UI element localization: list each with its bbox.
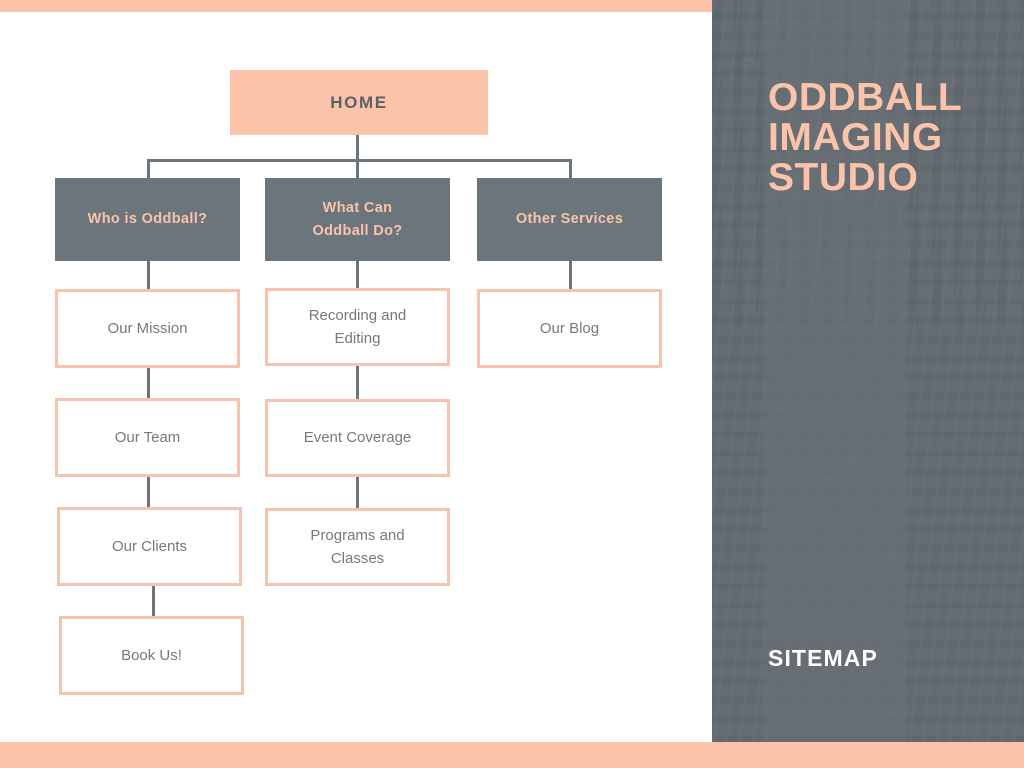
node-page-our-clients-label: Our Clients xyxy=(111,537,188,555)
node-section-who-is-oddball-label: Who is Oddball? xyxy=(87,211,208,228)
brand-title-line-1: ODDBALL xyxy=(768,76,963,119)
node-page-our-mission-label: Our Mission xyxy=(107,319,188,337)
photo-overlay xyxy=(712,0,1024,742)
connector-horizontal-bus xyxy=(147,159,572,162)
bottom-accent-band xyxy=(0,742,1024,768)
node-page-our-blog[interactable]: Our Blog xyxy=(477,289,662,368)
node-page-our-blog-label: Our Blog xyxy=(539,319,600,337)
label-line-2: Editing xyxy=(334,330,381,347)
label-line-2: Oddball Do? xyxy=(312,222,403,239)
node-page-our-clients[interactable]: Our Clients xyxy=(57,507,242,586)
hero-content: ODDBALL IMAGING STUDIO SITEMAP xyxy=(712,0,1024,742)
brand-title-line-2: IMAGING xyxy=(768,116,943,160)
document-type-label: SITEMAP xyxy=(768,645,878,671)
sitemap-diagram: HOME Who is Oddball? What Can Oddball Do… xyxy=(55,70,662,695)
node-page-our-mission[interactable]: Our Mission xyxy=(55,289,240,368)
node-page-recording-and-editing[interactable]: Recording and Editing xyxy=(265,288,450,366)
node-page-event-coverage[interactable]: Event Coverage xyxy=(265,399,450,477)
hero-panel: ODDBALL IMAGING STUDIO SITEMAP xyxy=(712,0,1024,742)
label-line-1: What Can xyxy=(322,200,393,217)
connector-bus-to-col2 xyxy=(356,159,359,178)
brand-title: ODDBALL IMAGING STUDIO xyxy=(768,76,1002,200)
node-section-other-services-label: Other Services xyxy=(515,211,624,228)
connector-c1-p3-p4 xyxy=(152,586,155,617)
node-home[interactable]: HOME xyxy=(230,70,488,135)
node-section-what-can-oddball-do-label: What Can Oddball Do? xyxy=(312,197,402,242)
node-section-who-is-oddball[interactable]: Who is Oddball? xyxy=(55,178,240,261)
connector-c1-s-p1 xyxy=(147,261,150,290)
connector-c2-p1-p2 xyxy=(356,366,359,399)
connector-bus-to-col1 xyxy=(147,159,150,178)
connector-c2-p2-p3 xyxy=(356,477,359,508)
connector-c1-p2-p3 xyxy=(147,477,150,508)
connector-c1-p1-p2 xyxy=(147,368,150,399)
label-line-2: Classes xyxy=(330,550,385,567)
brand-title-line-3: STUDIO xyxy=(768,156,919,200)
label-line-1: Programs and xyxy=(310,526,405,544)
label-line-1: Recording and xyxy=(308,306,407,324)
node-page-event-coverage-label: Event Coverage xyxy=(303,429,412,447)
connector-c3-s-p1 xyxy=(569,261,572,289)
node-page-programs-and-classes[interactable]: Programs and Classes xyxy=(265,508,450,586)
node-page-book-us-label: Book Us! xyxy=(121,646,182,664)
node-page-recording-and-editing-label: Recording and Editing xyxy=(309,304,407,351)
connector-bus-to-col3 xyxy=(569,159,572,178)
node-page-our-team-label: Our Team xyxy=(114,428,181,446)
node-section-other-services[interactable]: Other Services xyxy=(477,178,662,261)
node-page-our-team[interactable]: Our Team xyxy=(55,398,240,477)
node-home-label: HOME xyxy=(330,92,388,112)
connector-c2-s-p1 xyxy=(356,261,359,288)
node-section-what-can-oddball-do[interactable]: What Can Oddball Do? xyxy=(265,178,450,261)
node-page-programs-and-classes-label: Programs and Classes xyxy=(310,524,404,571)
connector-home-down xyxy=(356,135,359,161)
node-page-book-us[interactable]: Book Us! xyxy=(59,616,244,695)
